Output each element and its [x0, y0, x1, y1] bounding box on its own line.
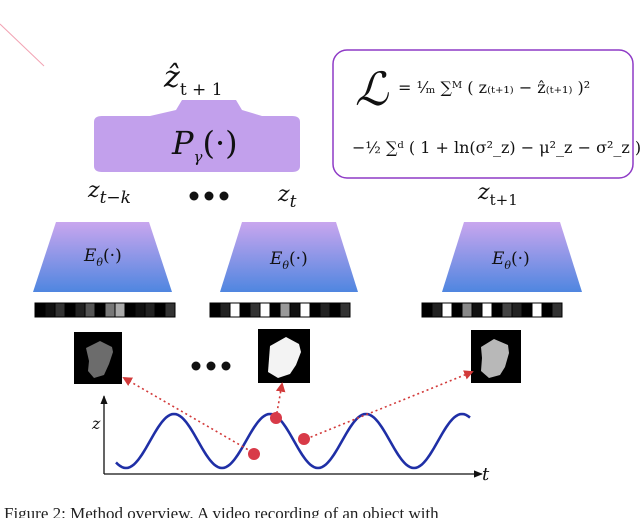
encoder-3-label: Eθ(·)	[492, 249, 530, 272]
predictor-output-label: ẑt + 1	[164, 60, 223, 100]
ellipsis-top	[189, 191, 229, 201]
sample-point-3	[298, 433, 310, 445]
encoder-2-label: Eθ(·)	[270, 249, 308, 272]
plot-y-label: z	[92, 414, 101, 433]
predictor-label: Pγ(·)	[172, 124, 238, 166]
predictor-block	[94, 100, 300, 172]
frame-thumbnail-3	[471, 330, 521, 383]
encoder-2-input-label: zt	[278, 182, 297, 212]
latent-trajectory-curve	[115, 412, 471, 470]
sample-point-2	[270, 412, 282, 424]
frame-thumbnail-2	[258, 329, 310, 383]
sample-arrow-1	[122, 377, 253, 453]
encoder-1-input-label: zt−k	[88, 178, 131, 208]
decorative-line	[0, 23, 45, 67]
encoder-3-input-label: zt+1	[478, 180, 518, 209]
loss-line-2: −½ ∑ᵈ ( 1 + ln(σ²_z) − μ²_z − σ²_z )	[352, 138, 640, 157]
latent-vector-2	[209, 302, 351, 318]
sample-point-1	[248, 448, 260, 460]
encoder-block-1	[33, 222, 172, 292]
loss-symbol: ℒ	[355, 62, 389, 116]
encoder-block-2	[220, 222, 358, 292]
encoder-block-3	[442, 222, 582, 292]
encoder-1-label: Eθ(·)	[84, 246, 122, 269]
plot-x-label: t	[482, 464, 490, 485]
loss-line-1: = ¹⁄ₘ ∑ᴹ ( z₍ₜ₊₁₎ − ẑ₍ₜ₊₁₎ )²	[398, 78, 591, 97]
frame-thumbnail-1	[74, 332, 122, 384]
latent-vector-1	[34, 302, 176, 318]
loss-box	[332, 49, 634, 179]
figure-caption: Figure 2: Method overview. A video recor…	[4, 504, 439, 518]
sample-arrow-3	[305, 370, 474, 440]
ellipsis-middle	[191, 361, 231, 371]
latent-vector-3	[421, 302, 563, 318]
